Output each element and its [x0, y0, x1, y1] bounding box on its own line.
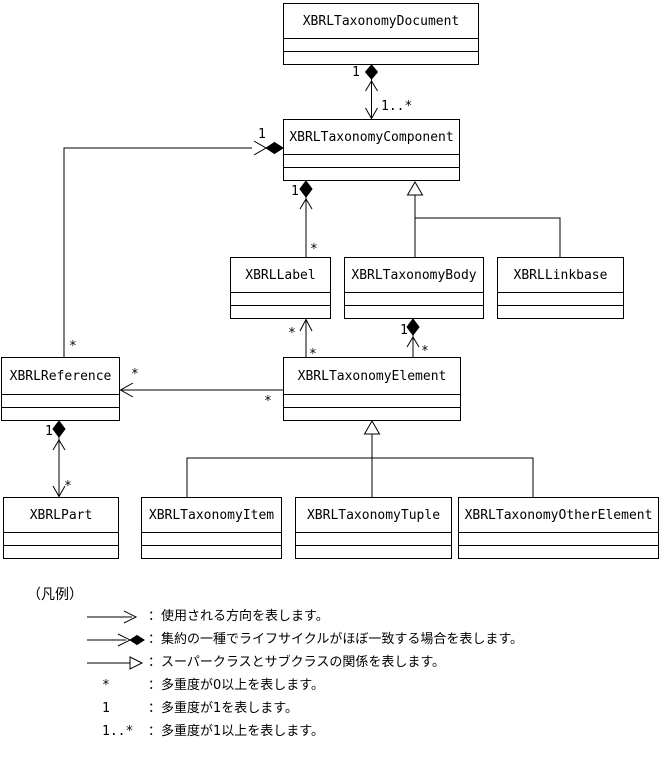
legend-symbol: 1 [102, 701, 110, 716]
class-operations-compartment [345, 305, 483, 318]
class-name: XBRLLabel [245, 267, 316, 283]
class-name: XBRLPart [29, 507, 93, 523]
multiplicity-label: 1..* [381, 99, 413, 114]
connector-label-component [299, 180, 313, 257]
class-operations-compartment [459, 545, 658, 558]
class-name: XBRLTaxonomyTuple [306, 507, 441, 523]
class-name: XBRLTaxonomyComponent [289, 129, 454, 145]
class-attributes-compartment [284, 38, 478, 51]
multiplicity-label: 1 [291, 184, 299, 199]
multiplicity-label: 1 [400, 323, 408, 338]
class-box-xbrl-taxonomy-item: XBRLTaxonomyItem [141, 497, 282, 559]
class-attributes-compartment [4, 532, 118, 545]
legend-title: （凡例） [27, 587, 83, 603]
legend-symbol: 1..* [102, 724, 134, 739]
class-operations-compartment [4, 545, 118, 558]
class-attributes-compartment [498, 292, 623, 305]
multiplicity-label: 1 [45, 424, 53, 439]
legend-row-usage: ：使用される方向を表します。 [0, 608, 663, 626]
class-box-xbrl-linkbase: XBRLLinkbase [497, 257, 624, 319]
legend-text: ：使用される方向を表します。 [148, 609, 329, 624]
class-box-xbrl-taxonomy-component: XBRLTaxonomyComponent [283, 119, 460, 181]
class-attributes-compartment [345, 292, 483, 305]
class-attributes-compartment [284, 394, 460, 407]
class-box-xbrl-part: XBRLPart [3, 497, 119, 559]
class-operations-compartment [284, 51, 478, 64]
legend-row-composition: ：集約の一種でライフサイクルがほぼ一致する場合を表します。 [0, 631, 663, 649]
class-operations-compartment [284, 407, 460, 420]
connector-reference-component [63, 140, 284, 357]
usage-arrow-icon [87, 610, 138, 624]
multiplicity-label: * [69, 339, 77, 354]
class-name: XBRLLinkbase [513, 267, 608, 283]
class-box-xbrl-reference: XBRLReference [1, 357, 120, 421]
class-attributes-compartment [284, 154, 459, 167]
class-box-xbrl-taxonomy-tuple: XBRLTaxonomyTuple [295, 497, 452, 559]
multiplicity-label: * [64, 479, 72, 494]
multiplicity-label: * [310, 242, 318, 257]
connector-element-reference [119, 382, 283, 398]
class-name: XBRLTaxonomyItem [148, 507, 275, 523]
connector-document-component [364, 64, 379, 120]
multiplicity-label: * [421, 344, 429, 359]
class-operations-compartment [142, 545, 281, 558]
multiplicity-label: 1 [258, 127, 266, 142]
multiplicity-label: * [288, 326, 296, 341]
class-attributes-compartment [2, 394, 119, 407]
legend-row-generalization: ：スーパークラスとサブクラスの関係を表します。 [0, 654, 663, 672]
multiplicity-label: * [309, 347, 317, 362]
legend-row-multiplicity-one: 1 ：多重度が1を表します。 [0, 700, 663, 718]
legend-row-multiplicity-one-or-more: 1..* ：多重度が1以上を表します。 [0, 723, 663, 741]
class-operations-compartment [284, 167, 459, 180]
multiplicity-label: * [264, 394, 272, 409]
legend-text: ：多重度が1を表します。 [148, 701, 298, 716]
connector-element-label [299, 318, 313, 357]
class-box-xbrl-taxonomy-element: XBRLTaxonomyElement [283, 357, 461, 421]
connector-reference-part [52, 420, 66, 498]
class-attributes-compartment [231, 292, 330, 305]
legend-symbol: * [102, 678, 110, 693]
connector-element-body [406, 318, 420, 357]
generalization-element [186, 419, 534, 497]
generalization-arrow-icon [87, 656, 144, 670]
class-name: XBRLTaxonomyElement [297, 368, 447, 384]
legend-text: ：多重度が0以上を表します。 [148, 678, 324, 693]
class-attributes-compartment [296, 532, 451, 545]
class-operations-compartment [498, 305, 623, 318]
class-operations-compartment [296, 545, 451, 558]
legend-row-multiplicity-zero-or-more: * ：多重度が0以上を表します。 [0, 677, 663, 695]
class-operations-compartment [2, 407, 119, 420]
class-operations-compartment [231, 305, 330, 318]
class-name: XBRLReference [9, 368, 112, 384]
class-attributes-compartment [142, 532, 281, 545]
multiplicity-label: * [131, 367, 139, 382]
class-box-xbrl-taxonomy-document: XBRLTaxonomyDocument [283, 3, 479, 65]
generalization-component [406, 180, 561, 257]
class-name: XBRLTaxonomyBody [351, 267, 477, 283]
class-box-xbrl-taxonomy-other-element: XBRLTaxonomyOtherElement [458, 497, 659, 559]
class-box-xbrl-label: XBRLLabel [230, 257, 331, 319]
class-attributes-compartment [459, 532, 658, 545]
composition-arrow-icon [87, 633, 145, 647]
legend-text: ：多重度が1以上を表します。 [148, 724, 324, 739]
legend-text: ：スーパークラスとサブクラスの関係を表します。 [148, 655, 446, 670]
class-name: XBRLTaxonomyDocument [302, 13, 460, 29]
multiplicity-label: 1 [352, 65, 360, 80]
legend-text: ：集約の一種でライフサイクルがほぼ一致する場合を表します。 [148, 632, 524, 647]
class-name: XBRLTaxonomyOtherElement [464, 507, 653, 523]
class-box-xbrl-taxonomy-body: XBRLTaxonomyBody [344, 257, 484, 319]
